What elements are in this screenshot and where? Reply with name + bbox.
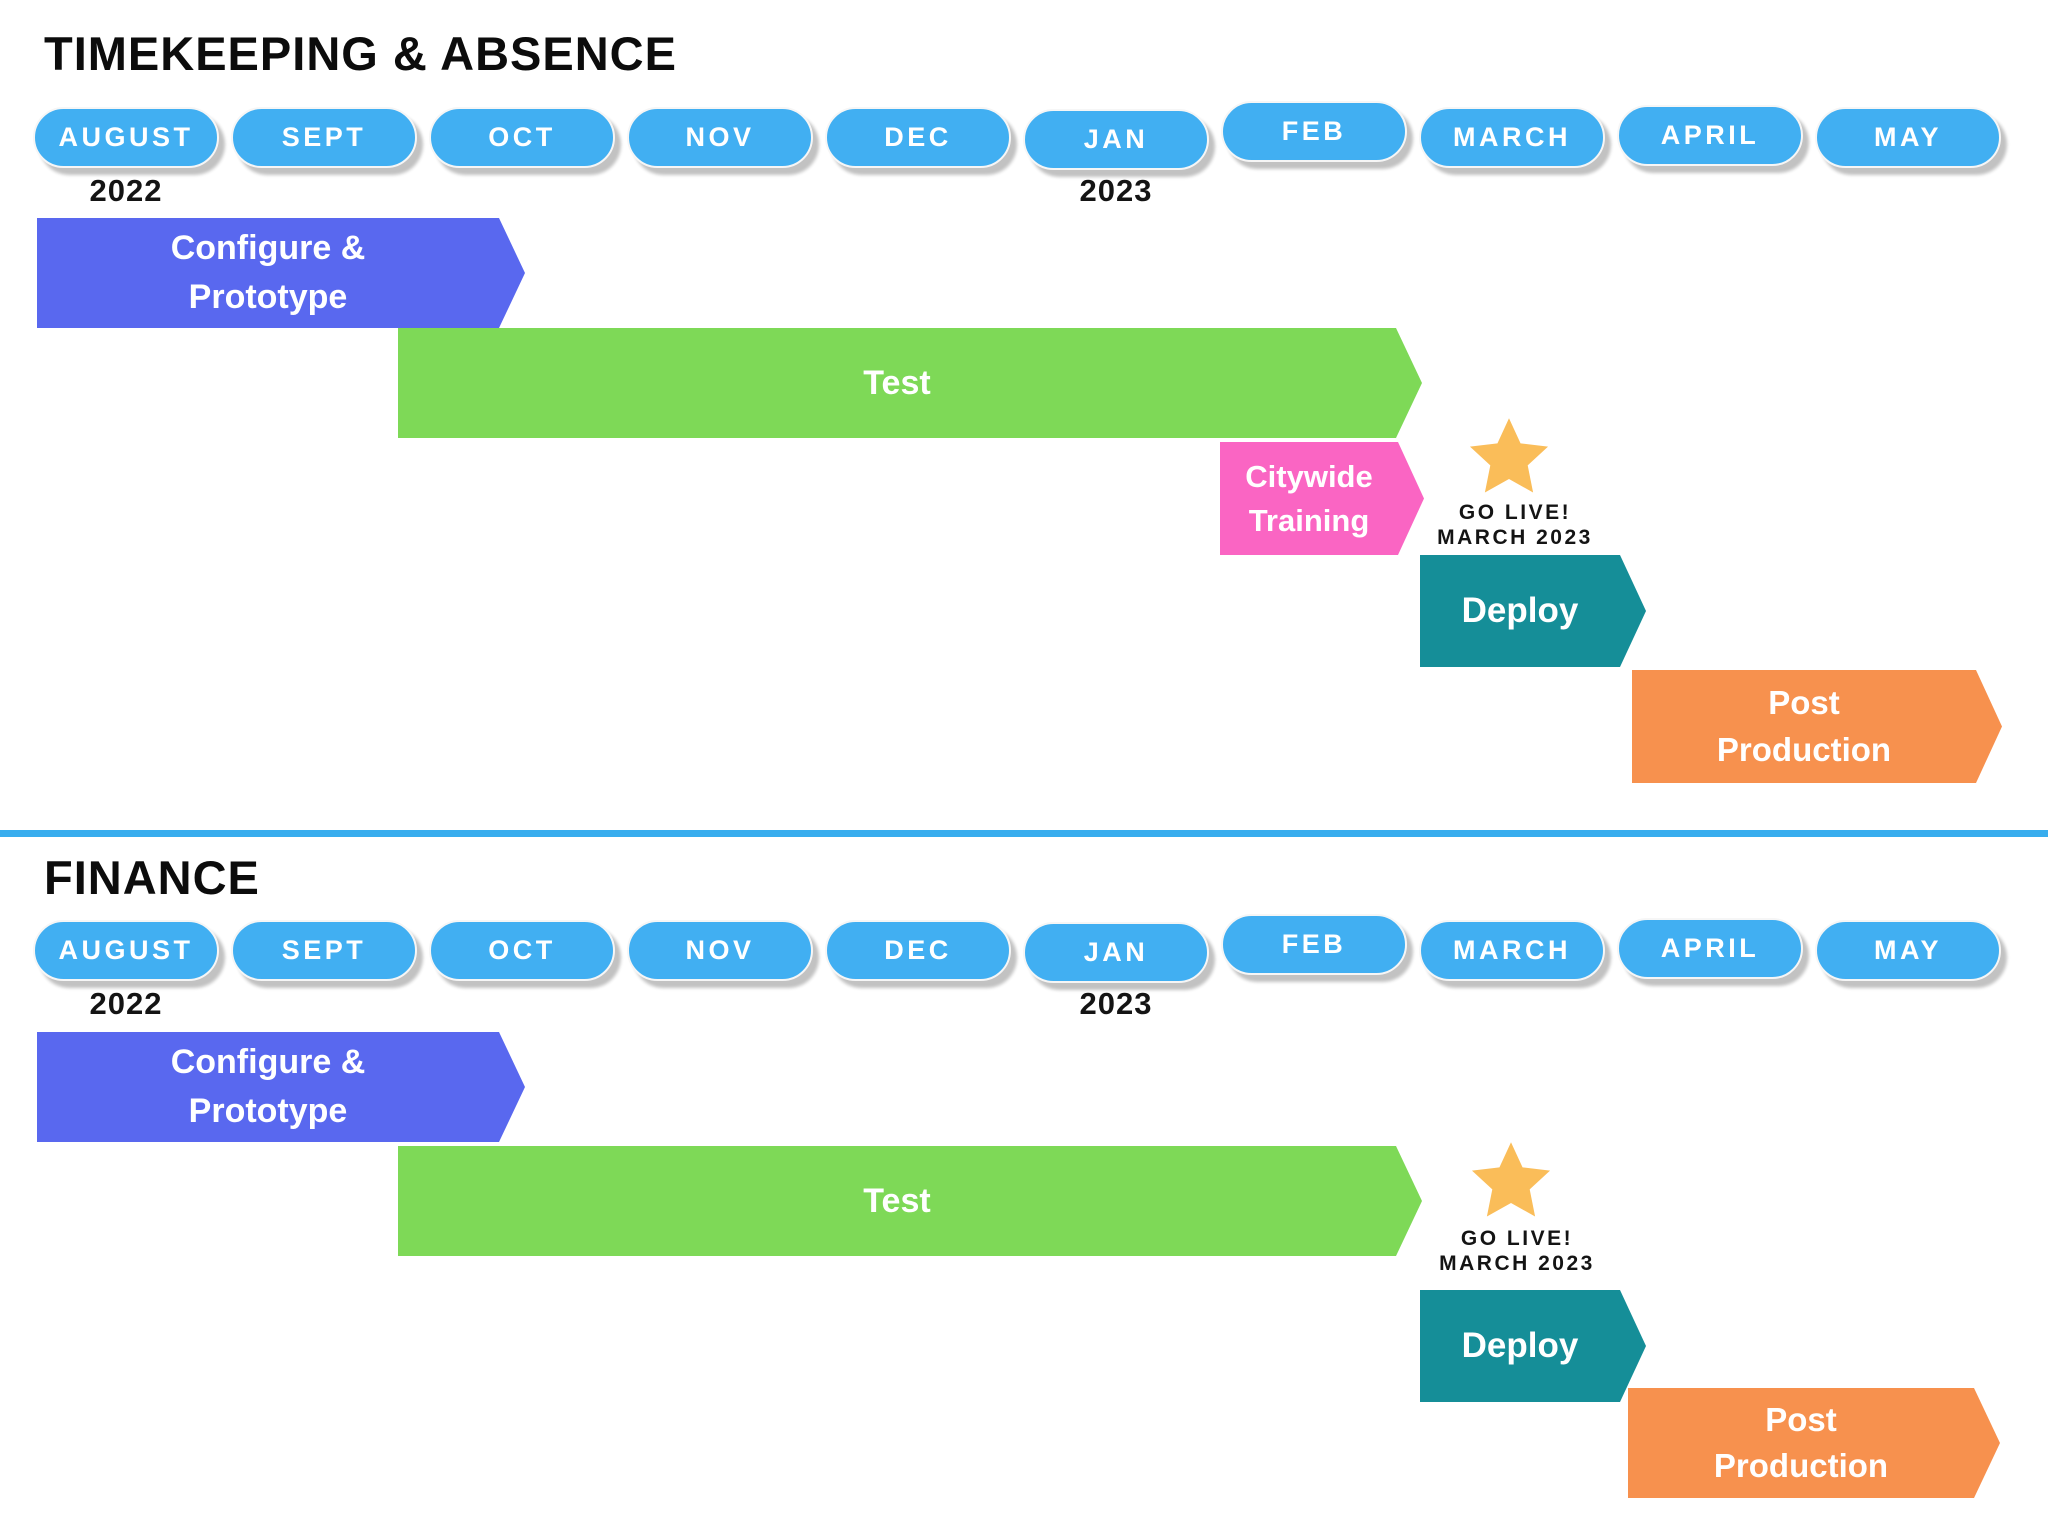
- month-pill-jan: JAN: [1023, 109, 1209, 170]
- month-pill-oct: OCT: [429, 107, 615, 168]
- task-label-line: Test: [863, 363, 931, 402]
- month-pill-april: APRIL: [1617, 918, 1803, 979]
- month-label: AUGUST: [58, 122, 194, 152]
- month-pill-dec: DEC: [825, 107, 1011, 168]
- month-pill-april: APRIL: [1617, 105, 1803, 166]
- month-pill-nov: NOV: [627, 107, 813, 168]
- month-label: MAY: [1873, 122, 1943, 152]
- task-label-line: Post: [1768, 684, 1840, 722]
- month-label: FEB: [1281, 929, 1347, 959]
- month-pill-nov: NOV: [627, 920, 813, 981]
- task-bar-post-production: Post Production: [1628, 1388, 2000, 1498]
- go-live-label: GO LIVE! MARCH 2023: [1415, 500, 1615, 550]
- year-label-2023: 2023: [1079, 986, 1153, 1021]
- task-label-line: Test: [863, 1181, 931, 1220]
- month-pill-dec: DEC: [825, 920, 1011, 981]
- go-live-line1: GO LIVE!: [1458, 501, 1572, 524]
- task-label-line: Training: [1248, 502, 1370, 538]
- task-label-line: Configure &: [170, 228, 366, 267]
- year-label-2022: 2022: [89, 173, 163, 208]
- task-label-line: Prototype: [188, 1092, 348, 1130]
- task-bar-test: Test: [398, 328, 1422, 438]
- go-live-line1: GO LIVE!: [1460, 1227, 1574, 1250]
- month-label: MARCH: [1453, 935, 1571, 965]
- go-live-line2: MARCH 2023: [1439, 1252, 1595, 1276]
- task-label-line: Citywide: [1245, 459, 1373, 495]
- task-bar-configure-prototype: Configure & Prototype: [37, 218, 525, 328]
- month-pill-may: MAY: [1815, 920, 2001, 981]
- task-label-line: Deploy: [1461, 1326, 1579, 1365]
- month-label: OCT: [488, 122, 556, 152]
- month-label: SEPT: [281, 122, 367, 152]
- task-bar-configure-prototype: Configure & Prototype: [37, 1032, 525, 1142]
- section-title: FINANCE: [44, 851, 260, 904]
- star-icon: [1471, 1142, 1551, 1217]
- section-divider: [0, 830, 2048, 837]
- star-icon: [1469, 418, 1549, 493]
- month-pill-feb: FEB: [1221, 101, 1407, 162]
- task-label-line: Configure &: [170, 1042, 366, 1081]
- month-pill-sept: SEPT: [231, 920, 417, 981]
- month-pill-may: MAY: [1815, 107, 2001, 168]
- month-pill-march: MARCH: [1419, 107, 1605, 168]
- task-bar-deploy: Deploy: [1420, 1290, 1646, 1402]
- month-label: NOV: [685, 122, 755, 152]
- year-label-2022: 2022: [89, 986, 163, 1021]
- month-label: APRIL: [1660, 120, 1760, 150]
- month-label: MAY: [1873, 935, 1943, 965]
- task-bar-test: Test: [398, 1146, 1422, 1256]
- month-label: DEC: [884, 935, 952, 965]
- month-label: JAN: [1083, 124, 1149, 154]
- section-title: TIMEKEEPING & ABSENCE: [44, 27, 677, 80]
- go-live-line2: MARCH 2023: [1437, 526, 1593, 550]
- month-label: NOV: [685, 935, 755, 965]
- month-label: OCT: [488, 935, 556, 965]
- month-label: DEC: [884, 122, 952, 152]
- month-pill-august: AUGUST: [33, 107, 219, 168]
- month-pill-jan: JAN: [1023, 922, 1209, 983]
- month-pill-oct: OCT: [429, 920, 615, 981]
- task-label-line: Post: [1765, 1400, 1837, 1438]
- task-bar-citywide-training: Citywide Training: [1220, 442, 1424, 555]
- task-label-line: Production: [1713, 1447, 1889, 1484]
- month-label: JAN: [1083, 937, 1149, 967]
- task-label-line: Prototype: [188, 278, 348, 316]
- go-live-label: GO LIVE! MARCH 2023: [1417, 1226, 1617, 1276]
- task-bar-post-production: Post Production: [1632, 670, 2002, 783]
- month-pill-feb: FEB: [1221, 914, 1407, 975]
- month-label: SEPT: [281, 935, 367, 965]
- year-label-2023: 2023: [1079, 173, 1153, 208]
- month-label: FEB: [1281, 116, 1347, 146]
- month-label: AUGUST: [58, 935, 194, 965]
- month-label: APRIL: [1660, 933, 1760, 963]
- task-label-line: Deploy: [1461, 591, 1579, 630]
- month-pill-march: MARCH: [1419, 920, 1605, 981]
- task-label-line: Production: [1716, 730, 1892, 768]
- month-pill-august: AUGUST: [33, 920, 219, 981]
- month-label: MARCH: [1453, 122, 1571, 152]
- month-pill-sept: SEPT: [231, 107, 417, 168]
- task-bar-deploy: Deploy: [1420, 555, 1646, 667]
